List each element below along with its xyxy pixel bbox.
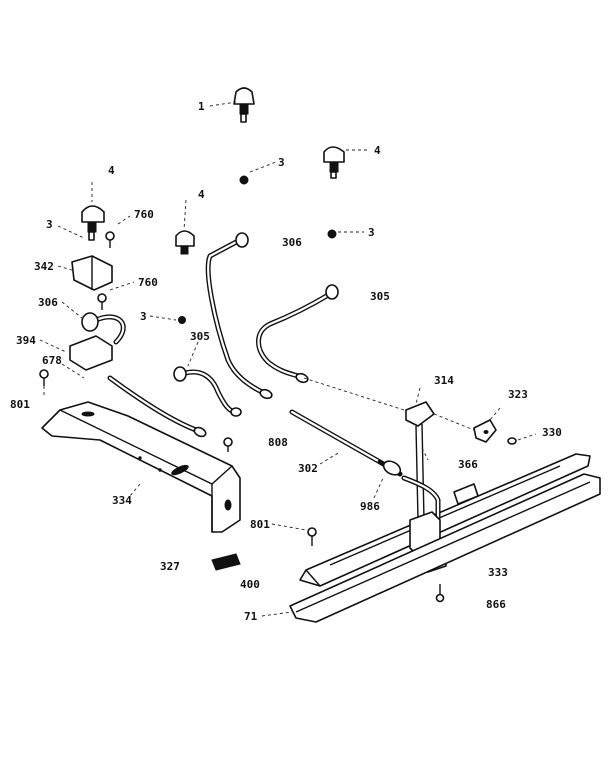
part-327 — [211, 553, 241, 571]
bracket-314 — [405, 401, 435, 521]
plate-71 — [289, 473, 601, 623]
label-366: 366 — [458, 458, 478, 471]
label-801-bottom: 801 — [250, 518, 270, 531]
screw-866 — [435, 584, 445, 603]
gas-tube-top — [205, 232, 273, 400]
washer-3-right — [327, 229, 337, 239]
label-801-left: 801 — [10, 398, 30, 411]
label-306-left: 306 — [38, 296, 58, 309]
label-3-middle: 3 — [140, 310, 147, 323]
manifold-bracket-334 — [41, 401, 241, 533]
label-760-top: 760 — [134, 208, 154, 221]
label-306-right: 306 — [282, 236, 302, 249]
label-305-right: 305 — [370, 290, 390, 303]
label-334: 334 — [112, 494, 132, 507]
screw-801-left — [39, 369, 49, 386]
valve-part-1 — [233, 87, 255, 123]
washer-3-middle — [178, 316, 186, 324]
valve-part-4-right — [323, 146, 345, 179]
valve-part-4-middle — [175, 230, 195, 255]
label-330: 330 — [542, 426, 562, 439]
label-314: 314 — [434, 374, 454, 387]
label-678: 678 — [42, 354, 62, 367]
leader-lines — [39, 101, 537, 617]
label-4-top-right: 4 — [374, 144, 381, 157]
label-394: 394 — [16, 334, 36, 347]
label-3-left: 3 — [46, 218, 53, 231]
screw-801-bottom — [307, 527, 317, 546]
valve-306-left — [69, 312, 126, 371]
label-400: 400 — [240, 578, 260, 591]
gas-tube-left — [107, 375, 207, 438]
label-305-middle: 305 — [190, 330, 210, 343]
label-3-top: 3 — [278, 156, 285, 169]
label-323: 323 — [508, 388, 528, 401]
valve-bracket-342 — [71, 255, 113, 291]
washer-3-top — [239, 175, 249, 185]
nut-330 — [507, 437, 517, 445]
cap-323 — [473, 419, 497, 443]
valve-part-4-left — [81, 205, 105, 241]
label-71: 71 — [244, 610, 258, 623]
label-4-left: 4 — [108, 164, 115, 177]
part-labels: 1 3 4 4 3 760 4 306 3 342 760 305 306 3 … — [10, 100, 562, 623]
screw-760-bottom — [97, 293, 107, 310]
rod-302 — [289, 409, 403, 477]
label-866: 866 — [486, 598, 506, 611]
label-302: 302 — [298, 462, 318, 475]
screw-808 — [223, 437, 233, 452]
gas-tube-305-middle — [173, 366, 242, 417]
label-3-right: 3 — [368, 226, 375, 239]
gas-tube-305-right — [256, 284, 339, 384]
label-342: 342 — [34, 260, 54, 273]
label-327: 327 — [160, 560, 180, 573]
label-1: 1 — [198, 100, 205, 113]
label-333: 333 — [488, 566, 508, 579]
label-808: 808 — [268, 436, 288, 449]
label-4-middle: 4 — [198, 188, 205, 201]
label-986: 986 — [360, 500, 380, 513]
label-760-bottom: 760 — [138, 276, 158, 289]
screw-760-top — [105, 231, 115, 248]
